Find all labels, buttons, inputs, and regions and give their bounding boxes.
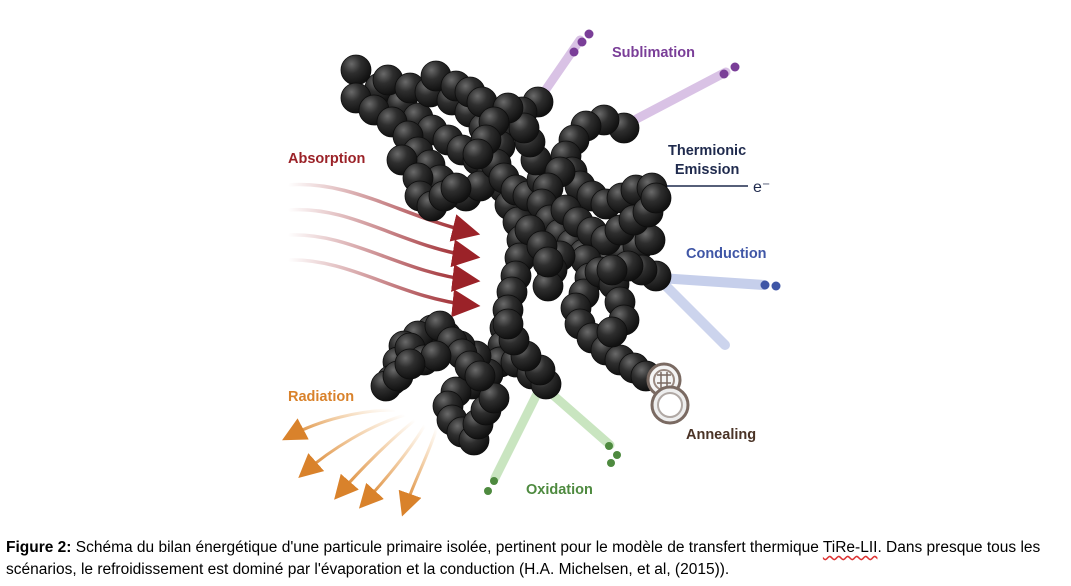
conduction-label: Conduction [686, 246, 767, 262]
oxidation-label: Oxidation [526, 482, 593, 498]
figure-caption: Figure 2: Schéma du bilan énergétique d'… [6, 537, 1068, 581]
primary-particle [464, 360, 496, 392]
primary-particle [478, 382, 510, 414]
absorption-arrows [287, 182, 481, 318]
primary-particle [596, 316, 628, 348]
energy-balance-diagram [282, 29, 781, 517]
soot-aggregate [340, 54, 672, 456]
radiation-arrows [282, 408, 439, 517]
thermionic-label-line2: Emission [674, 162, 740, 178]
primary-particle [462, 138, 494, 170]
primary-particle [596, 254, 628, 286]
caption-text-2: . Dans presque tous les scénarios, le re… [6, 539, 1041, 578]
thermionic-label-line1: Thermionic [668, 143, 747, 159]
caption-text-1: Schéma du bilan énergétique d'une partic… [71, 539, 823, 556]
primary-particle [420, 340, 452, 372]
conduction-paths [655, 273, 781, 350]
sublimation-paths [535, 29, 740, 130]
annealing-label: Annealing [686, 427, 757, 443]
absorption-label: Absorption [288, 151, 366, 167]
caption-prefix: Figure 2: [6, 539, 72, 556]
primary-particle [394, 348, 426, 380]
radiation-label: Radiation [288, 389, 355, 405]
primary-particle [440, 172, 472, 204]
primary-particle [640, 182, 672, 214]
thermionic-emission-label: Thermionic Emission [668, 142, 746, 180]
primary-particle [532, 246, 564, 278]
sublimation-label: Sublimation [612, 45, 695, 61]
electron-label: e⁻ [753, 179, 771, 196]
annealing-particles [646, 362, 690, 425]
primary-particle [340, 54, 372, 86]
primary-particle [492, 308, 524, 340]
caption-model-name: TiRe-LII [822, 539, 878, 556]
